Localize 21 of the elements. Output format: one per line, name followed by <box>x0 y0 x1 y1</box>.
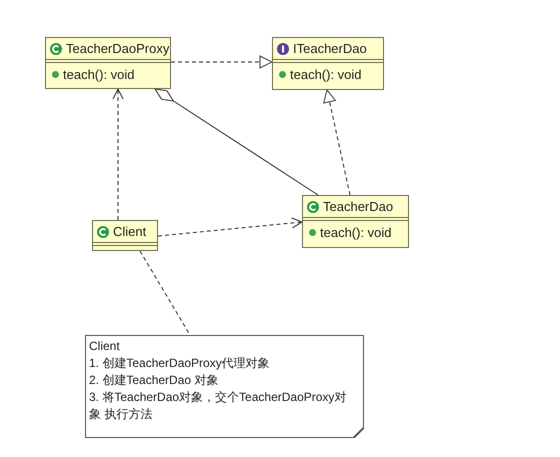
method-text: teach(): void <box>63 66 135 84</box>
class-box <box>302 195 409 248</box>
interface-box <box>272 37 384 90</box>
class-name: TeacherDao <box>323 198 394 216</box>
class-name: Client <box>113 222 146 241</box>
note-text: 2. 创建TeacherDao 对象 <box>89 372 220 389</box>
method-text: teach(): void <box>320 224 392 242</box>
note-text: 1. 创建TeacherDaoProxy代理对象 <box>89 355 271 372</box>
note-text: Client <box>89 338 121 355</box>
class-name: ITeacherDao <box>293 40 367 58</box>
class-box <box>92 220 158 251</box>
note-text: 3. 将TeacherDao对象，交个TeacherDaoProxy对象 执行方法 <box>89 389 348 423</box>
method-text: teach(): void <box>290 66 362 84</box>
arrow <box>170 56 272 68</box>
class-name: TeacherDaoProxy <box>66 40 170 58</box>
class-box <box>45 37 171 89</box>
arrow <box>112 88 124 220</box>
note-link <box>140 250 190 336</box>
aggregation-line <box>154 88 318 196</box>
arrow <box>158 218 302 236</box>
arrow <box>323 90 350 196</box>
